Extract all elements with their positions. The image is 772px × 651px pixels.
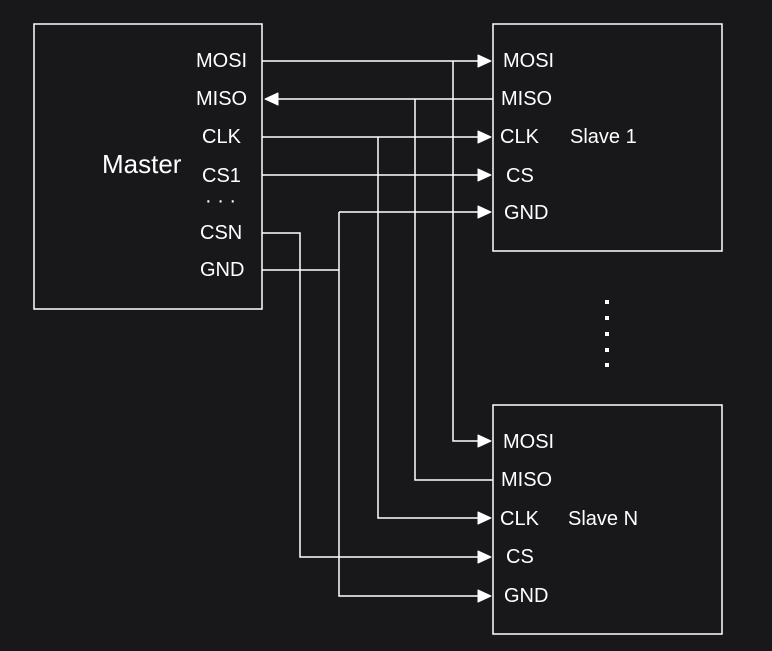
wire-miso-slave-n bbox=[414, 99, 493, 481]
ellipsis-dot-2 bbox=[605, 316, 609, 320]
slave-n-title: Slave N bbox=[568, 508, 638, 530]
arrow-mosi-slave-1 bbox=[477, 54, 492, 68]
arrow-cs1-slave-1 bbox=[477, 168, 492, 182]
wire-clk-slave-n bbox=[377, 137, 478, 519]
slave-1-title: Slave 1 bbox=[570, 126, 637, 148]
wires bbox=[262, 60, 493, 597]
slave-1-pin-clk: CLK bbox=[500, 126, 540, 148]
wire-csn-slave-n bbox=[262, 232, 478, 558]
arrow-clk-slave-n bbox=[477, 511, 492, 525]
slave-1-pin-gnd: GND bbox=[504, 202, 548, 224]
slave-n-pin-gnd: GND bbox=[504, 585, 548, 607]
master-pin-gnd: GND bbox=[200, 259, 244, 281]
slave-n-device: Slave N MOSI MISO CLK CS GND bbox=[492, 404, 723, 635]
slave-1-pin-miso: MISO bbox=[501, 88, 552, 110]
master-box bbox=[33, 23, 263, 310]
master-pin-csn: CSN bbox=[200, 222, 242, 244]
arrow-miso-master bbox=[264, 92, 279, 106]
master-pin-miso: MISO bbox=[196, 88, 247, 110]
slave-n-pin-clk: CLK bbox=[500, 508, 540, 530]
arrow-mosi-slave-n bbox=[477, 434, 492, 448]
ellipsis-dot-4 bbox=[605, 348, 609, 352]
wire-mosi-slave-n bbox=[452, 61, 478, 442]
slave-n-pin-cs: CS bbox=[506, 546, 534, 568]
wire-gnd-slave-n bbox=[338, 212, 478, 597]
more-slaves-ellipsis bbox=[605, 300, 609, 367]
arrow-cs-slave-n bbox=[477, 550, 492, 564]
master-pin-mosi: MOSI bbox=[196, 50, 247, 72]
master-pin-cs1: CS1 bbox=[202, 165, 241, 187]
slave-1-pin-mosi: MOSI bbox=[503, 50, 554, 72]
master-pin-ellipsis: · · · bbox=[205, 190, 236, 212]
master-device: Master MOSI MISO CLK CS1 · · · CSN GND bbox=[33, 23, 263, 310]
ellipsis-dot-1 bbox=[605, 300, 609, 304]
slave-n-pin-miso: MISO bbox=[501, 469, 552, 491]
master-pin-clk: CLK bbox=[202, 126, 242, 148]
ellipsis-dot-5 bbox=[605, 363, 609, 367]
arrow-gnd-slave-1 bbox=[477, 205, 492, 219]
slave-1-pin-cs: CS bbox=[506, 165, 534, 187]
master-title: Master bbox=[102, 149, 182, 179]
slave-n-box bbox=[492, 404, 723, 635]
ellipsis-dot-3 bbox=[605, 332, 609, 336]
arrow-gnd-slave-n bbox=[477, 589, 492, 603]
slave-1-box bbox=[492, 23, 723, 252]
slave-1-device: Slave 1 MOSI MISO CLK CS GND bbox=[492, 23, 723, 252]
arrow-clk-slave-1 bbox=[477, 130, 492, 144]
arrow-heads bbox=[264, 54, 492, 603]
slave-n-pin-mosi: MOSI bbox=[503, 431, 554, 453]
